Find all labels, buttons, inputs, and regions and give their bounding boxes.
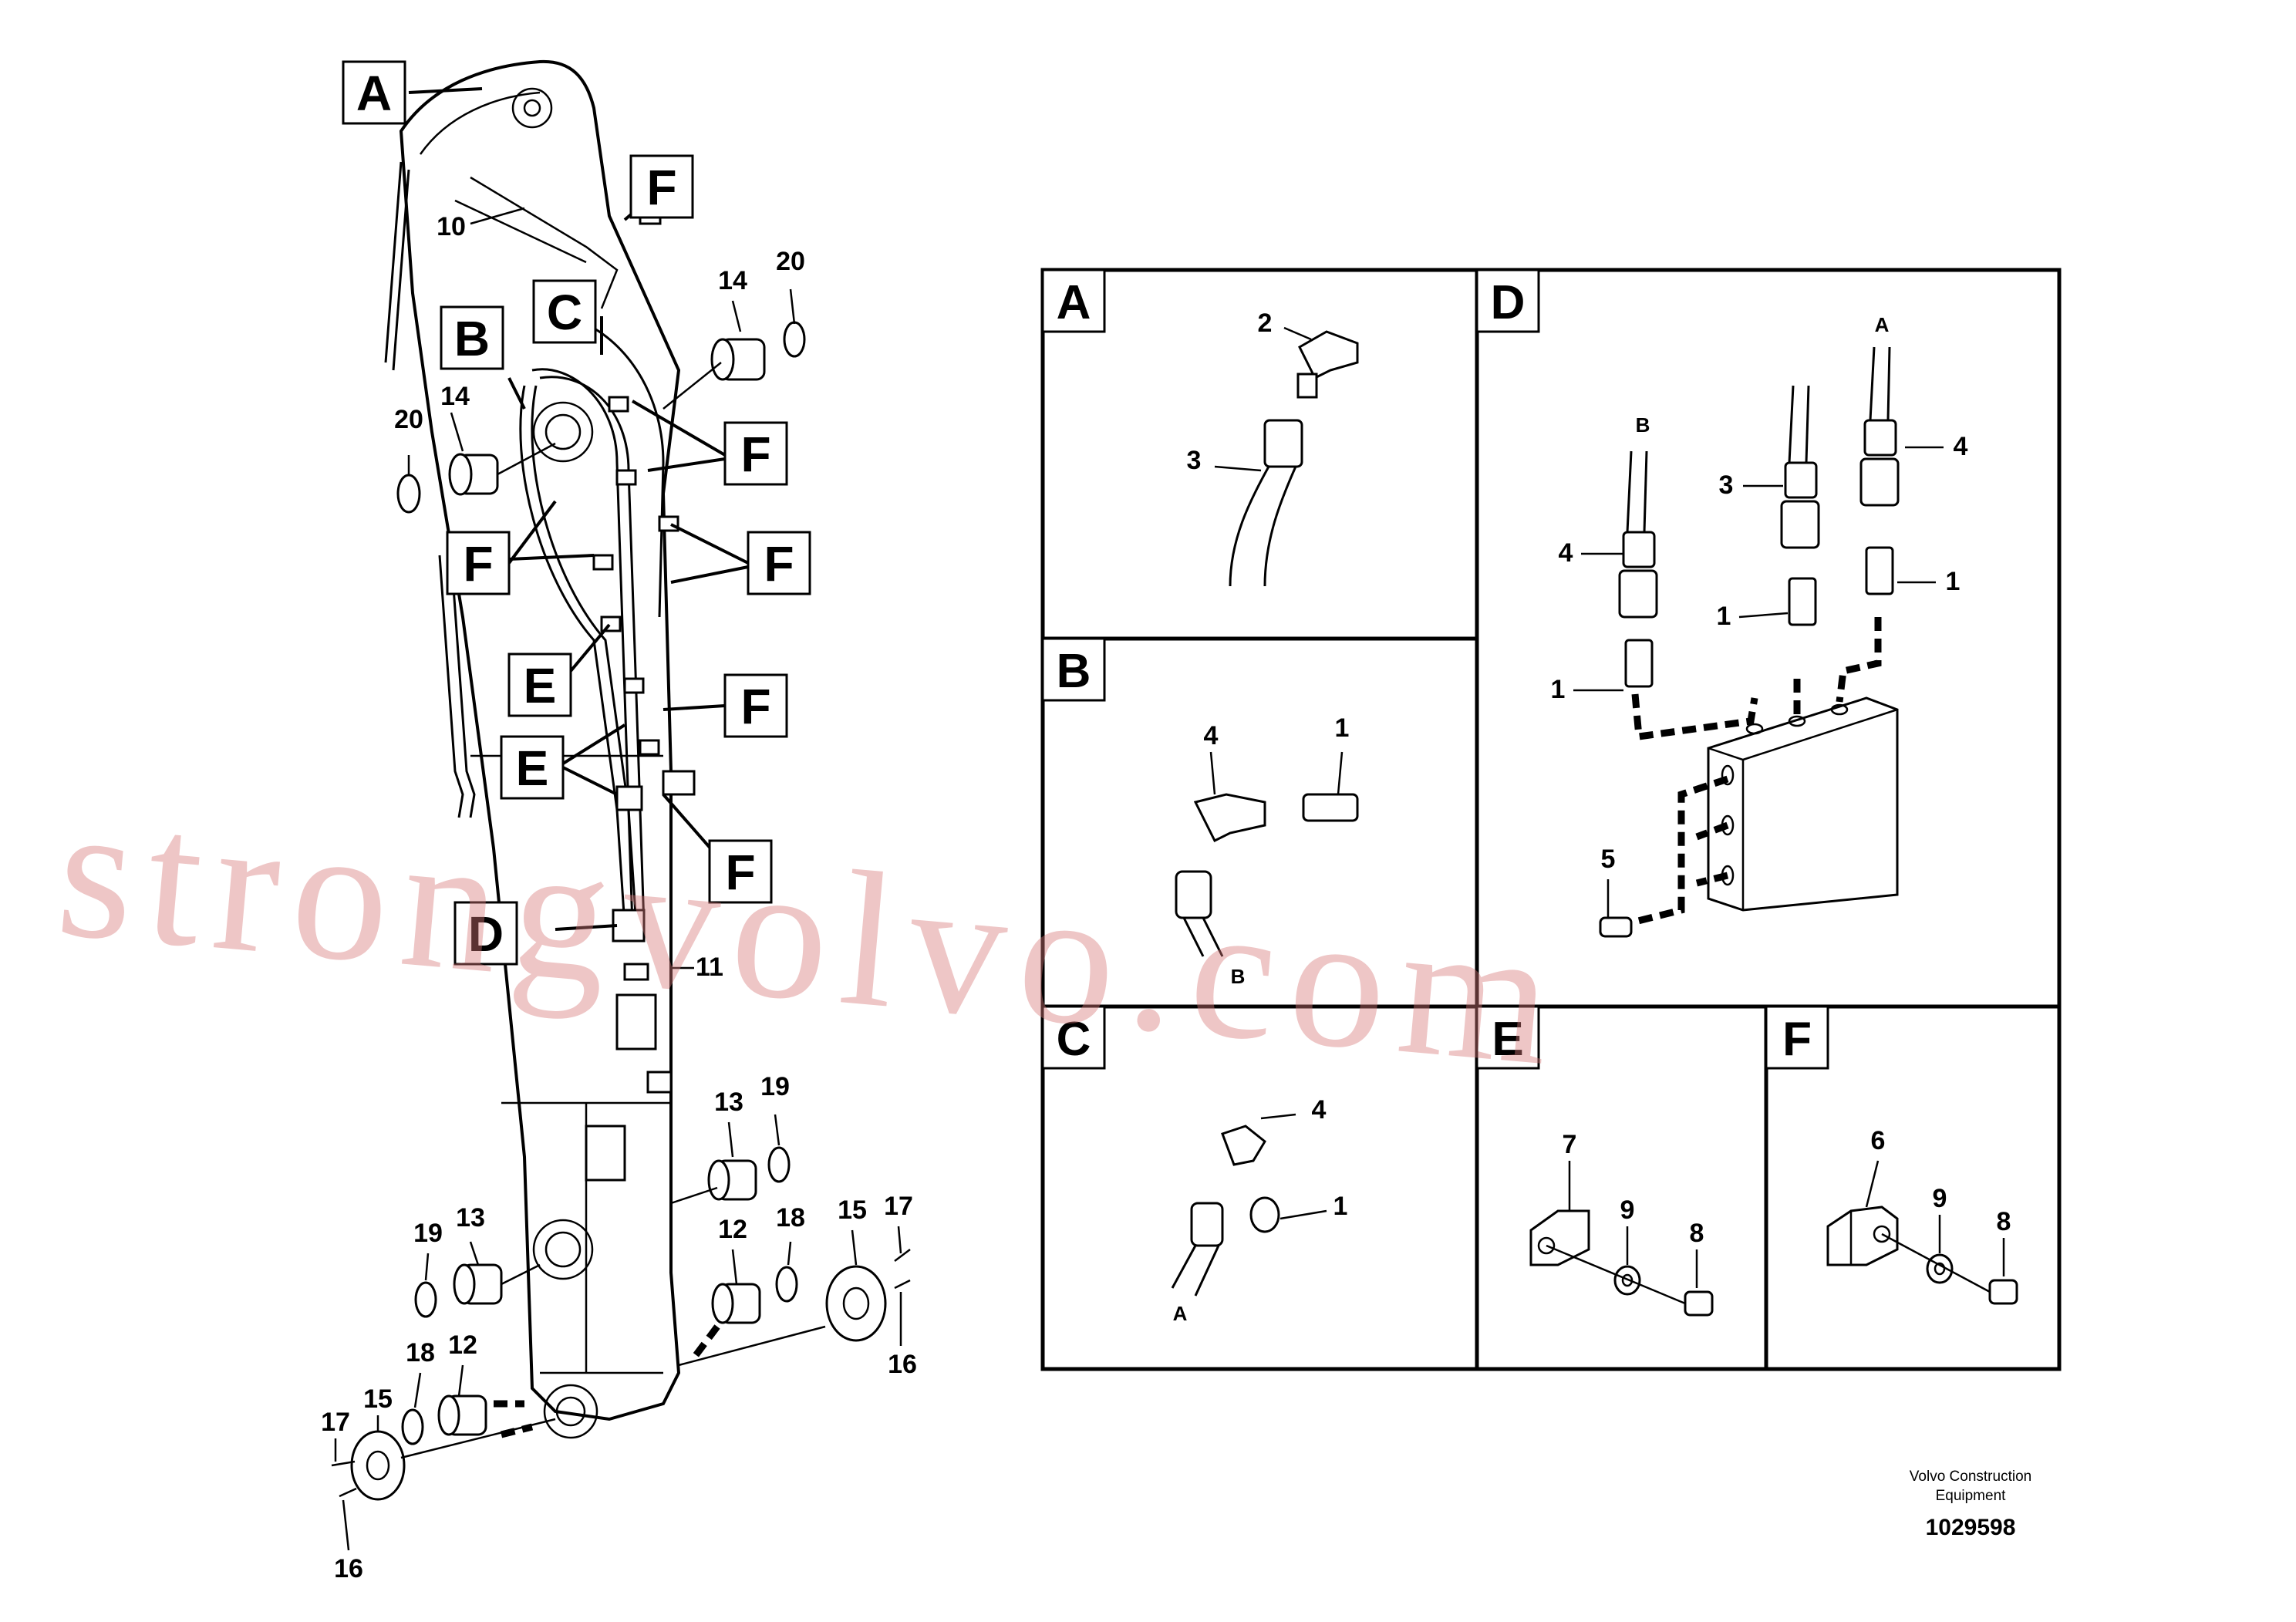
svg-text:A: A	[356, 66, 392, 121]
part-number: 1	[1551, 675, 1566, 704]
callout-f-1: F	[723, 421, 788, 486]
panel-e: E 7 9 8	[1475, 1005, 1714, 1317]
part-number: 14	[440, 382, 470, 411]
callout-b: B	[440, 305, 504, 370]
svg-text:F: F	[646, 160, 676, 215]
part-number: 10	[437, 212, 466, 241]
part-number: 20	[776, 247, 805, 276]
callout-f-3: F	[747, 531, 811, 595]
part-number: 1	[1717, 602, 1731, 631]
part-number: 4	[1204, 721, 1219, 750]
part-number: 13	[714, 1088, 743, 1117]
svg-text:C: C	[1057, 1013, 1091, 1066]
part-number: 20	[394, 405, 423, 434]
callout-f-2: F	[446, 531, 511, 595]
svg-text:F: F	[764, 536, 794, 592]
callout-a: A	[342, 60, 406, 125]
company-line-1: Volvo Construction	[1910, 1469, 2031, 1485]
part-number: 9	[1620, 1195, 1635, 1225]
document-number: 1029598	[1926, 1515, 2016, 1540]
detail-panels: A 2 3 B 4 1 B	[1040, 268, 2062, 1371]
callout-d: D	[453, 901, 518, 966]
svg-text:F: F	[463, 536, 493, 592]
svg-text:D: D	[468, 906, 504, 962]
panel-f: F 6 9 8	[1765, 1005, 2018, 1305]
main-part-numbers: 10 14 20 20 14 11 13 19 19 13 12 18 18 1…	[321, 212, 917, 1583]
part-number: 12	[718, 1215, 747, 1244]
callout-leaders	[334, 87, 902, 1551]
panel-c: C 4 1 A	[1041, 1005, 1348, 1325]
part-number: 1	[1946, 567, 1961, 596]
part-number: 1	[1333, 1192, 1348, 1221]
company-line-2: Equipment	[1936, 1488, 2007, 1504]
part-number: 11	[696, 953, 723, 982]
callout-f-4: F	[723, 673, 788, 738]
svg-text:E: E	[516, 740, 549, 796]
callout-f-5: F	[708, 839, 773, 904]
callout-c: C	[532, 279, 597, 344]
hose-label: A	[1173, 1302, 1188, 1325]
part-number: 4	[1312, 1095, 1327, 1125]
panel-a: A 2 3	[1041, 268, 1359, 587]
part-number: 9	[1933, 1184, 1947, 1213]
panel-d: D	[1475, 268, 1968, 938]
part-number: 19	[760, 1072, 790, 1101]
boom-assembly	[331, 59, 911, 1501]
part-number: 13	[456, 1203, 485, 1233]
part-number: 18	[406, 1338, 435, 1367]
panel-b: B 4 1 B	[1041, 637, 1359, 988]
part-number: 5	[1601, 845, 1616, 874]
part-number: 18	[776, 1203, 805, 1233]
hose-label-a: A	[1875, 313, 1890, 336]
part-number: 7	[1563, 1130, 1577, 1159]
svg-text:B: B	[454, 311, 490, 366]
part-number: 8	[1997, 1207, 2011, 1236]
part-number: 16	[888, 1350, 917, 1379]
svg-text:F: F	[740, 679, 770, 734]
callout-boxes: A F B C F F F E	[342, 60, 811, 966]
part-number: 14	[718, 266, 747, 295]
part-number: 19	[413, 1219, 443, 1248]
part-number: 3	[1187, 446, 1202, 475]
callout-e-1: E	[507, 653, 572, 717]
part-number: 15	[363, 1384, 393, 1414]
hose-label: B	[1231, 965, 1246, 988]
callout-f-top: F	[629, 154, 694, 219]
svg-text:F: F	[740, 427, 770, 482]
footer: Volvo Construction Equipment 1029598	[1910, 1469, 2031, 1540]
part-number: 3	[1719, 470, 1734, 500]
part-number: 17	[321, 1408, 350, 1437]
svg-text:B: B	[1057, 645, 1091, 698]
svg-text:C: C	[547, 285, 582, 340]
part-number: 4	[1559, 538, 1573, 568]
svg-text:E: E	[524, 658, 557, 713]
part-number: 12	[448, 1330, 477, 1360]
svg-text:F: F	[725, 845, 755, 900]
part-number: 2	[1258, 309, 1273, 338]
svg-text:F: F	[1782, 1013, 1812, 1066]
part-number: 16	[334, 1554, 363, 1583]
part-number: 15	[838, 1195, 867, 1225]
callout-e-2: E	[500, 735, 565, 800]
part-number: 1	[1335, 713, 1350, 743]
part-number: 8	[1690, 1219, 1704, 1248]
part-number: 4	[1954, 432, 1968, 461]
part-number: 17	[884, 1192, 913, 1221]
part-number: 6	[1871, 1126, 1886, 1155]
hose-label-b: B	[1636, 413, 1650, 437]
svg-text:A: A	[1057, 276, 1091, 329]
svg-text:E: E	[1492, 1013, 1523, 1066]
svg-text:D: D	[1491, 276, 1526, 329]
